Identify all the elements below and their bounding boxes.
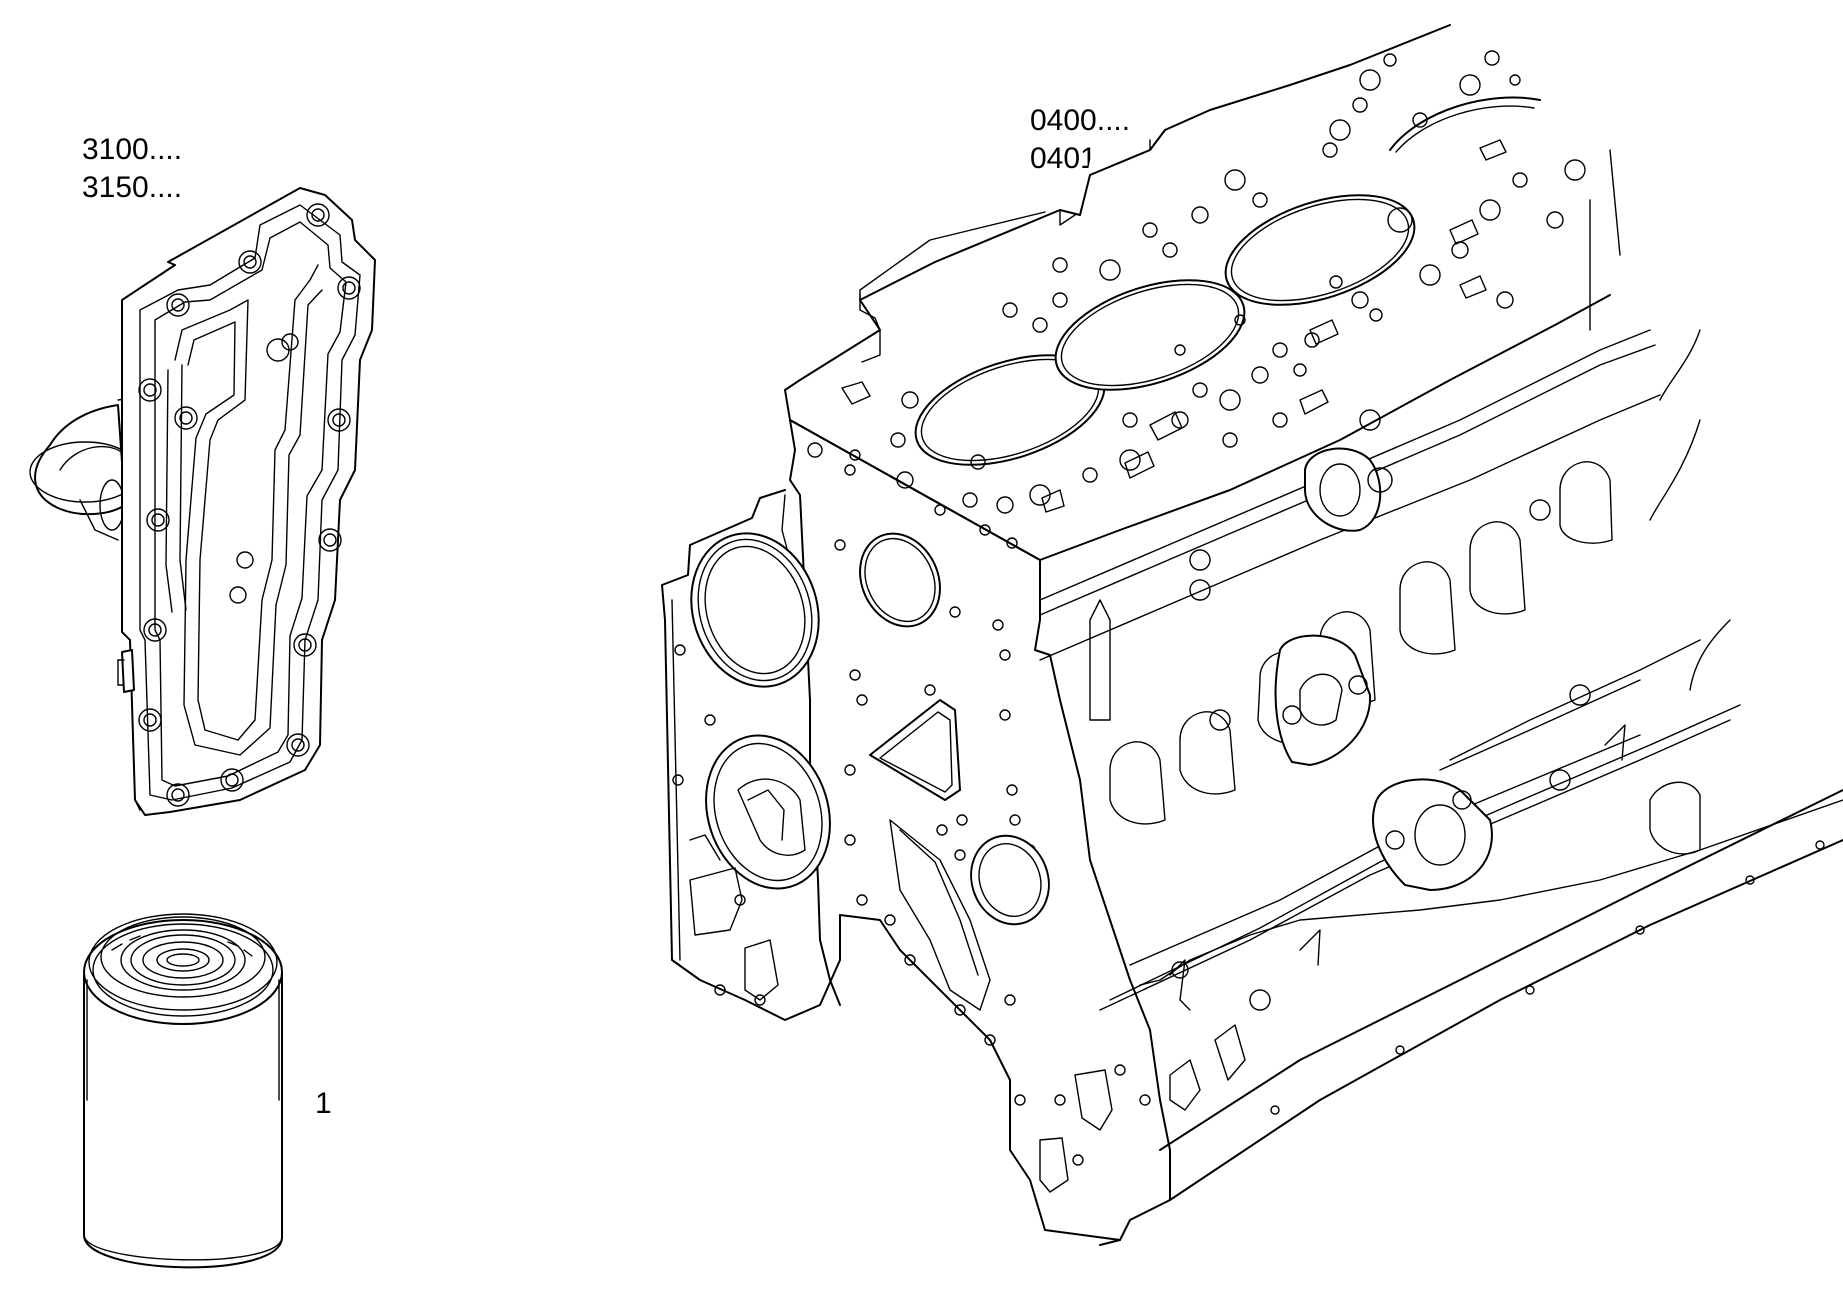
block-ref-label-1: 0400.... [1030, 104, 1131, 137]
oil-filter-drawing [83, 913, 283, 1269]
filter-ref-label: 1 [315, 1087, 332, 1120]
housing-ref-label-1: 3100.... [82, 133, 183, 166]
housing-ref-label-2: 3150.... [82, 171, 183, 204]
oil-filter-housing-drawing [29, 187, 376, 816]
engine-block-drawing [650, 24, 1843, 1246]
